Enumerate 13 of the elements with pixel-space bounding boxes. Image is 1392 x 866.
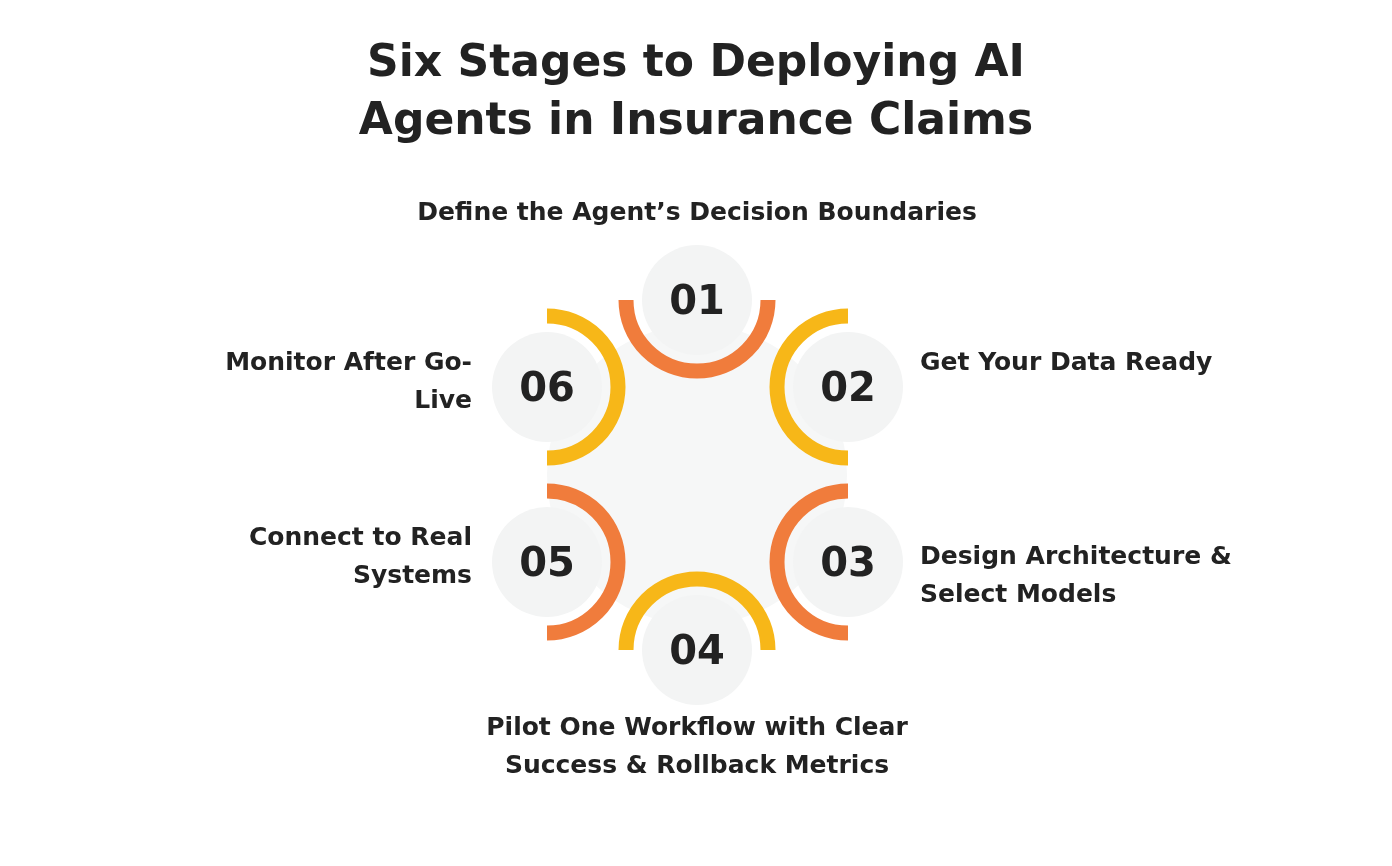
step-number: 05 (519, 539, 575, 585)
step-number: 04 (669, 627, 725, 673)
step-number: 06 (519, 364, 575, 410)
step-number: 01 (669, 277, 725, 323)
step-label: Define the Agent’s Decision Boundaries (416, 196, 978, 228)
step-label: Pilot One Workflow with Clear Success & Rollback Metrics (485, 711, 909, 781)
title: Six Stages to Deploying AI Agents in Insurance Claims (357, 34, 1035, 146)
step-label: Connect to Real Systems (247, 521, 472, 591)
step-label: Design Architecture & Select Models (920, 540, 1233, 610)
step-number: 02 (820, 364, 876, 410)
step-number: 03 (820, 539, 876, 585)
step-label: Monitor After Go-Live (224, 346, 472, 416)
step-label: Get Your Data Ready (920, 346, 1214, 378)
